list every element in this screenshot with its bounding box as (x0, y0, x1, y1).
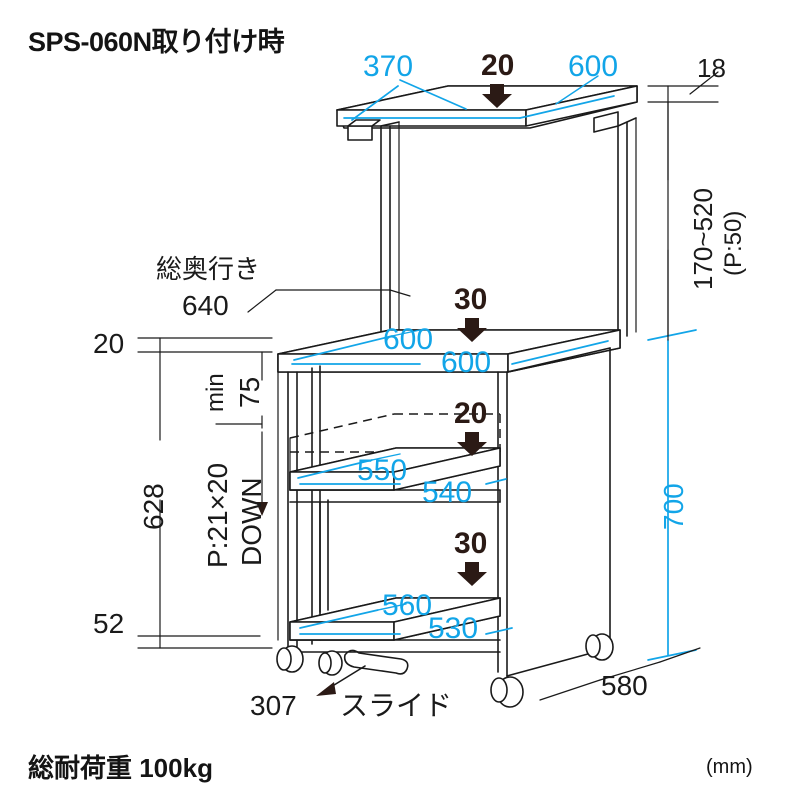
dim-desktop-width: 600 (441, 346, 492, 379)
slide-callout (316, 665, 366, 696)
page-title: SPS-060N取り付け時 (28, 27, 285, 57)
dim-min-value: 75 (234, 376, 265, 408)
upper-posts-group (380, 117, 637, 353)
load-arrows (457, 84, 512, 586)
dim-slide-value: 307 (250, 690, 297, 721)
dim-total-depth-value: 640 (182, 290, 229, 321)
load-label-top-shelf: 20 (481, 49, 515, 82)
load-label-middle: 20 (454, 397, 488, 430)
dim-top-shelf-depth: 370 (363, 50, 414, 83)
load-arrow-bottom (457, 562, 487, 586)
load-arrow-middle (457, 432, 487, 456)
dim-middle-depth: 550 (357, 454, 408, 487)
cabinet-body-group (277, 347, 611, 677)
label-down-note: DOWN (236, 477, 267, 566)
dim-bottom-width: 530 (428, 612, 479, 645)
dim-post-pitch-note: (P:50) (720, 210, 747, 276)
load-label-desktop: 30 (454, 283, 488, 316)
load-arrow-top (482, 84, 512, 108)
dim-desktop-depth: 600 (383, 323, 434, 356)
dim-bottom-offset: 52 (93, 608, 125, 639)
label-pitch-note: P:21×20 (202, 462, 233, 568)
dim-overall-height: 628 (138, 483, 169, 530)
slide-handle (343, 649, 409, 675)
cyan-dimension-lines (291, 75, 697, 661)
dim-top-thickness: 18 (697, 53, 726, 83)
load-label-bottom: 30 (454, 527, 488, 560)
load-arrow-desktop (457, 318, 487, 342)
bottom-shelf-group (289, 499, 501, 653)
dim-middle-width: 540 (422, 476, 473, 509)
label-total-depth: 総奥行き (156, 254, 261, 284)
casters-group (276, 633, 614, 708)
black-dimension-lines (137, 71, 719, 701)
label-min: min (202, 373, 229, 412)
dim-post-height-range: 170~520 (688, 188, 718, 290)
unit-label: (mm) (706, 756, 753, 778)
middle-shelf-group (289, 413, 501, 503)
dim-top-shelf-width: 600 (568, 50, 619, 83)
label-slide: スライド (340, 690, 453, 721)
dim-top-offset: 20 (93, 328, 125, 359)
dim-body-width: 580 (601, 670, 648, 701)
total-load-label: 総耐荷重 100kg (28, 753, 213, 783)
dim-body-height: 700 (658, 483, 689, 530)
dim-bottom-depth: 560 (382, 589, 433, 622)
